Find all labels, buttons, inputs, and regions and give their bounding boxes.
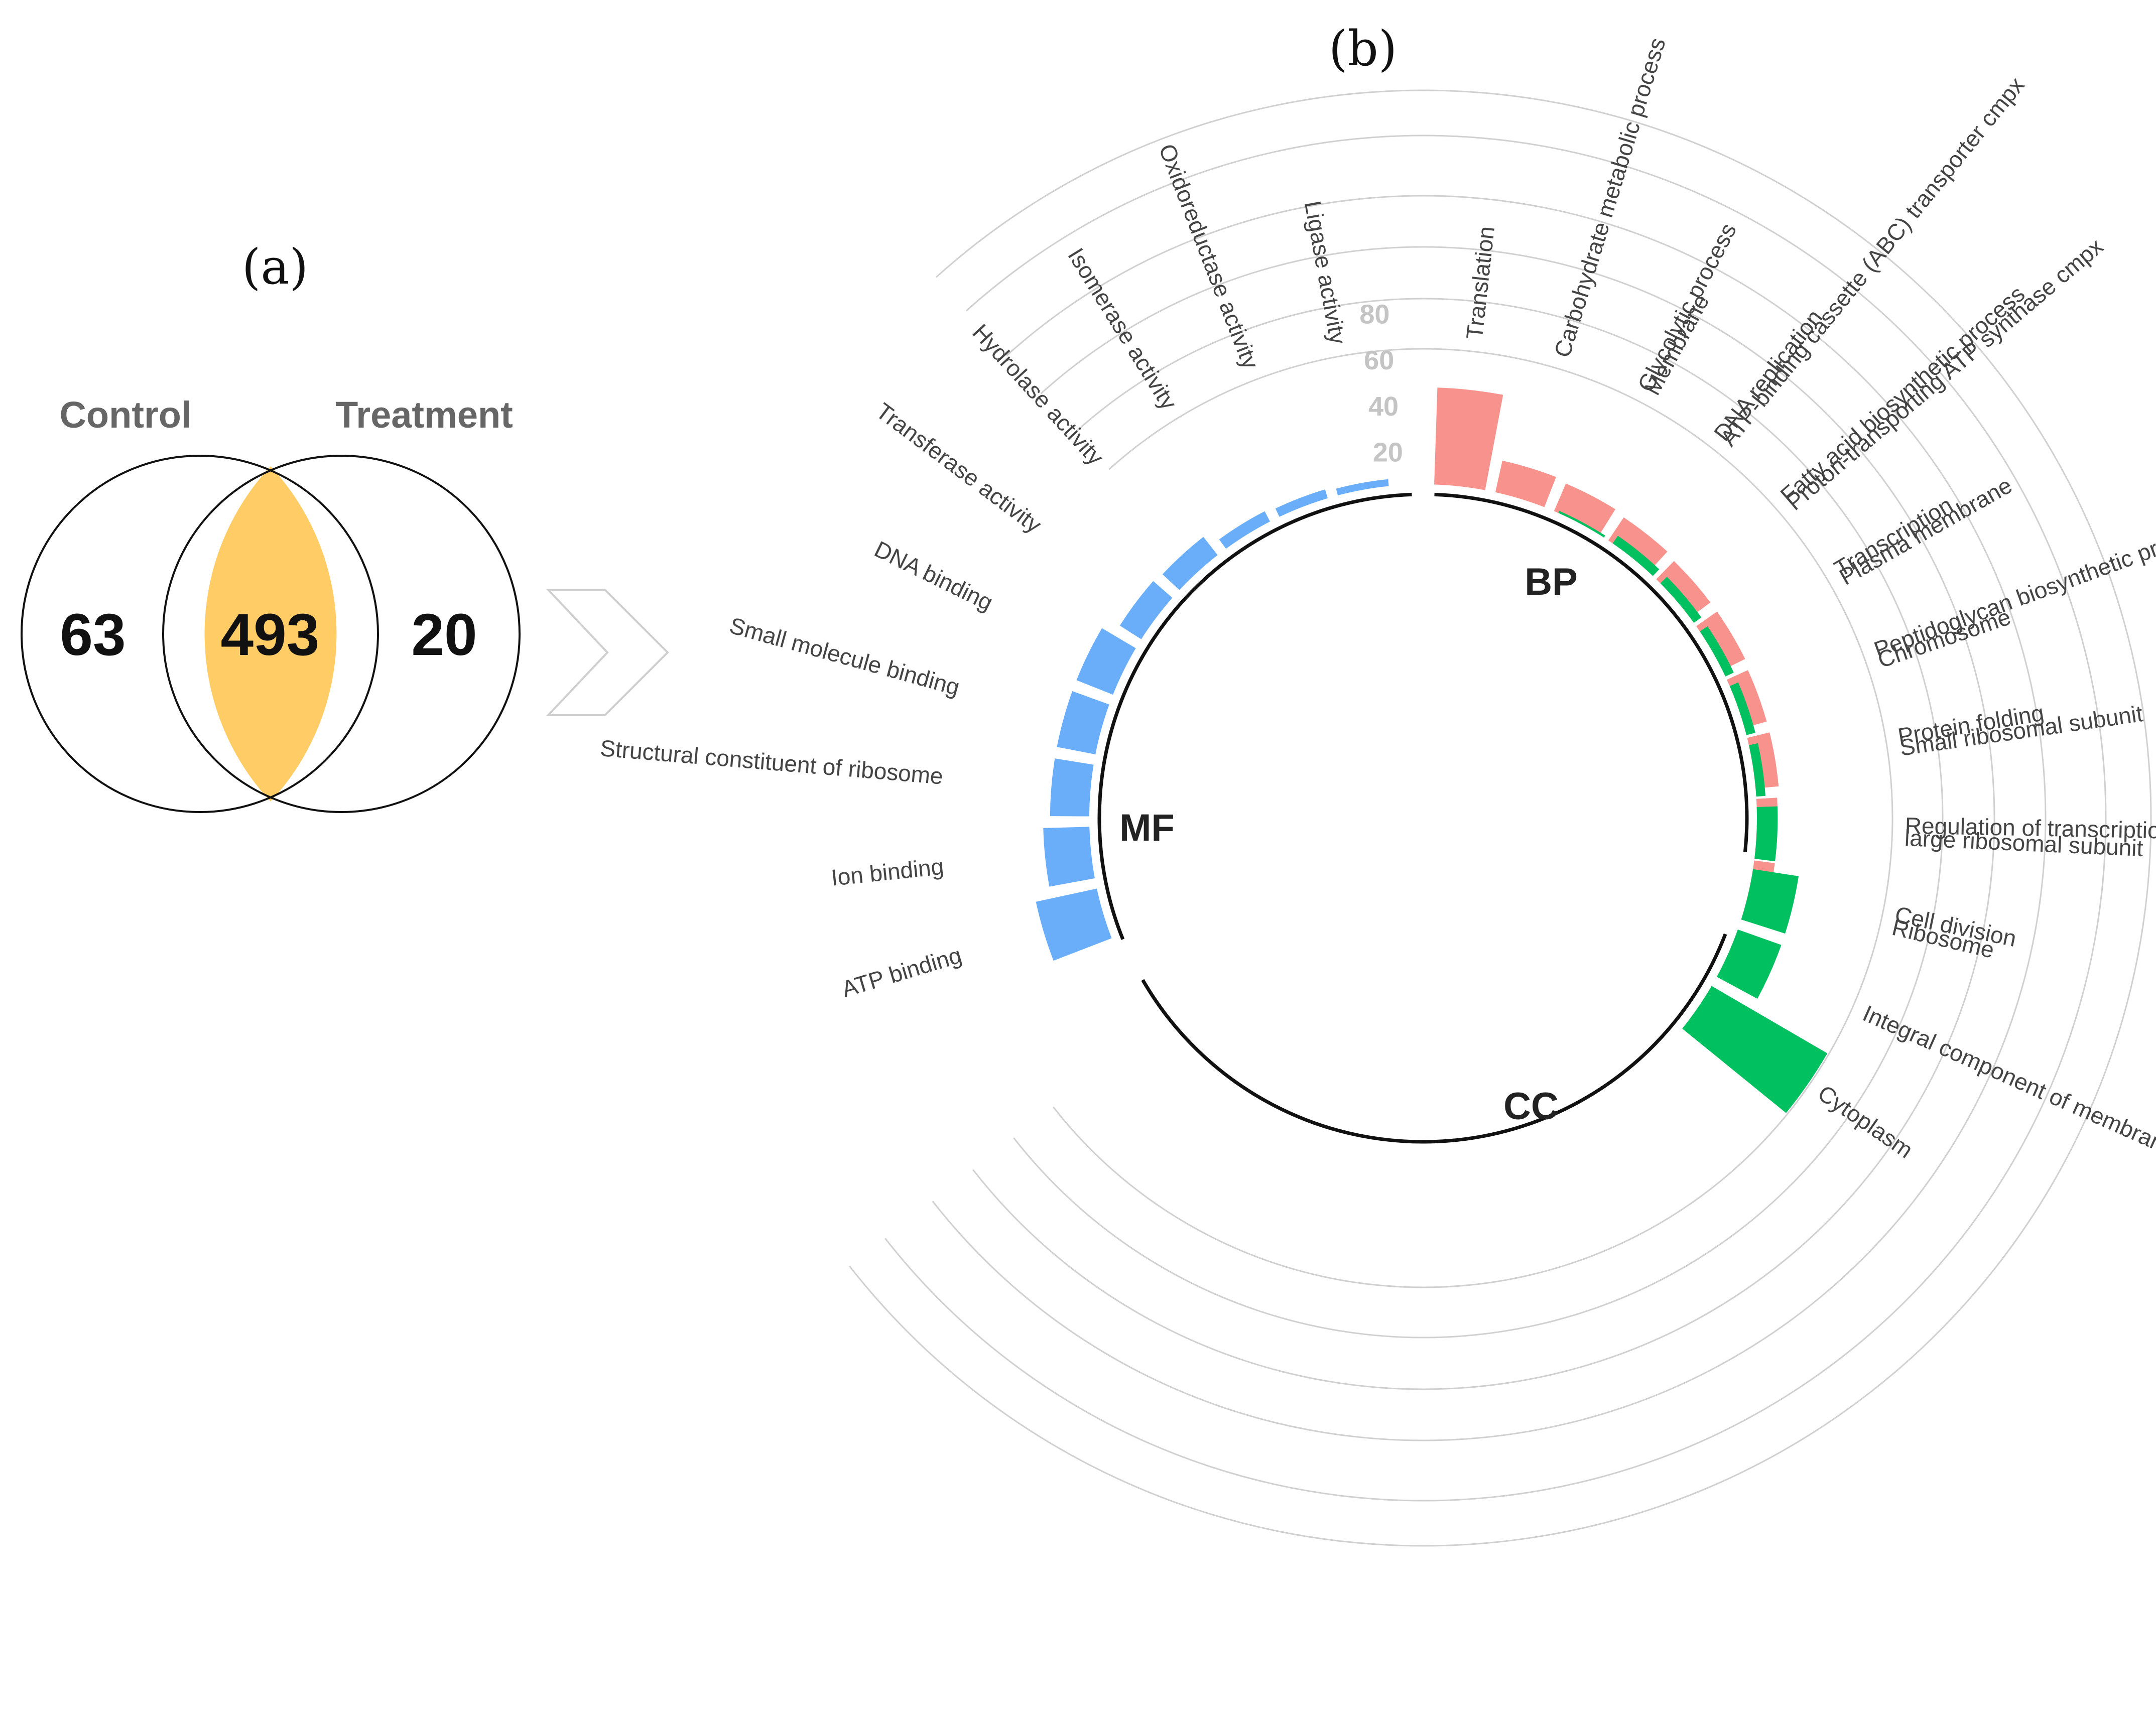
category-label: Isomerase activity	[1063, 243, 1182, 414]
bar-cc	[1716, 929, 1782, 999]
venn-intersection	[204, 466, 337, 802]
radial-tick-label: 20	[1373, 437, 1403, 467]
bar-cc	[1682, 986, 1828, 1113]
venn-control-only-count: 63	[60, 602, 125, 668]
bar-mf	[1275, 489, 1328, 517]
grid-ring	[884, 135, 2107, 1502]
bar-cc	[1741, 869, 1799, 934]
bar-bp	[1434, 387, 1503, 490]
venn-control-label: Control	[59, 394, 191, 436]
category-label: ATP binding	[839, 942, 965, 1002]
bar-mf	[1119, 581, 1173, 639]
radial-tick-label: 60	[1364, 345, 1394, 375]
bar-bp	[1554, 483, 1616, 535]
category-label: Carbohydrate metabolic process	[1549, 35, 1671, 360]
category-label: Translation	[1461, 225, 1499, 340]
bar-cc	[1660, 577, 1702, 623]
category-label: Plasma membrane	[1835, 472, 2016, 590]
bar-cc	[1754, 806, 1778, 862]
bar-mf	[1336, 479, 1389, 496]
panel-label-b: (b)	[1329, 21, 1397, 77]
grid-ring	[932, 195, 2047, 1441]
category-label: Small molecule binding	[727, 612, 963, 700]
bar-bp	[1656, 561, 1711, 618]
venn-treatment-label: Treatment	[335, 394, 513, 436]
category-label: Hydrolase activity	[967, 319, 1109, 470]
category-label: Ion binding	[830, 853, 945, 891]
group-baseline-arc	[1097, 492, 1412, 940]
category-label: Regulation of transcription	[1905, 813, 2156, 844]
venn-treatment-only-count: 20	[411, 602, 477, 668]
grid-ring	[849, 89, 2152, 1547]
radial-bar-chart: 20 40 60 80 Translation Carbohydrate metaboli…	[599, 35, 2156, 1547]
arrow-chevron-icon	[546, 589, 669, 716]
category-label: Oxidoreductase activity	[1154, 141, 1264, 372]
bar-mf	[1043, 827, 1095, 887]
venn-diagram: Control Treatment 63 493 20	[21, 394, 521, 813]
bar-mf	[1036, 888, 1112, 961]
group-baseline-arc	[1141, 933, 1727, 1144]
bar-mf	[1162, 537, 1218, 590]
category-label: ATP-binding cassette (ABC) transporter c…	[1715, 72, 2030, 451]
group-baseline-arc	[1434, 492, 1749, 852]
bar-cc	[1558, 510, 1605, 538]
venn-control-circle	[21, 455, 379, 813]
category-label: Ligase activity	[1300, 199, 1351, 346]
category-label: Structural constituent of ribosome	[599, 735, 944, 789]
bar-mf	[1050, 758, 1094, 817]
bar-mf	[1057, 691, 1109, 755]
category-label: Transferase activity	[871, 397, 1047, 538]
bar-cc	[1729, 682, 1755, 735]
grid-ring	[1053, 348, 1893, 1288]
radial-tick-label: 40	[1368, 391, 1399, 422]
bar-bp	[1696, 611, 1745, 671]
bar-mf	[1076, 628, 1136, 695]
bar-cc	[1612, 536, 1660, 576]
bar-cc	[1748, 743, 1765, 797]
panel-label-a: (a)	[242, 239, 308, 295]
group-label-bp: BP	[1525, 561, 1578, 603]
category-label: Proton-transporting ATP synthase cmpx	[1781, 233, 2108, 515]
radial-tick-label: 80	[1359, 300, 1389, 330]
category-label: DNA binding	[870, 536, 997, 615]
bar-bp	[1608, 517, 1668, 572]
venn-treatment-circle	[162, 455, 521, 813]
bar-bp	[1495, 460, 1556, 507]
group-label-mf: MF	[1119, 807, 1175, 849]
category-label: Cytoplasm	[1813, 1080, 1918, 1163]
bar-cc	[1700, 626, 1734, 677]
grid-ring	[1013, 298, 1944, 1339]
grid-ring	[972, 246, 1995, 1390]
group-label-cc: CC	[1503, 1085, 1559, 1128]
venn-shared-count: 493	[221, 602, 320, 668]
bar-mf	[1219, 511, 1270, 549]
